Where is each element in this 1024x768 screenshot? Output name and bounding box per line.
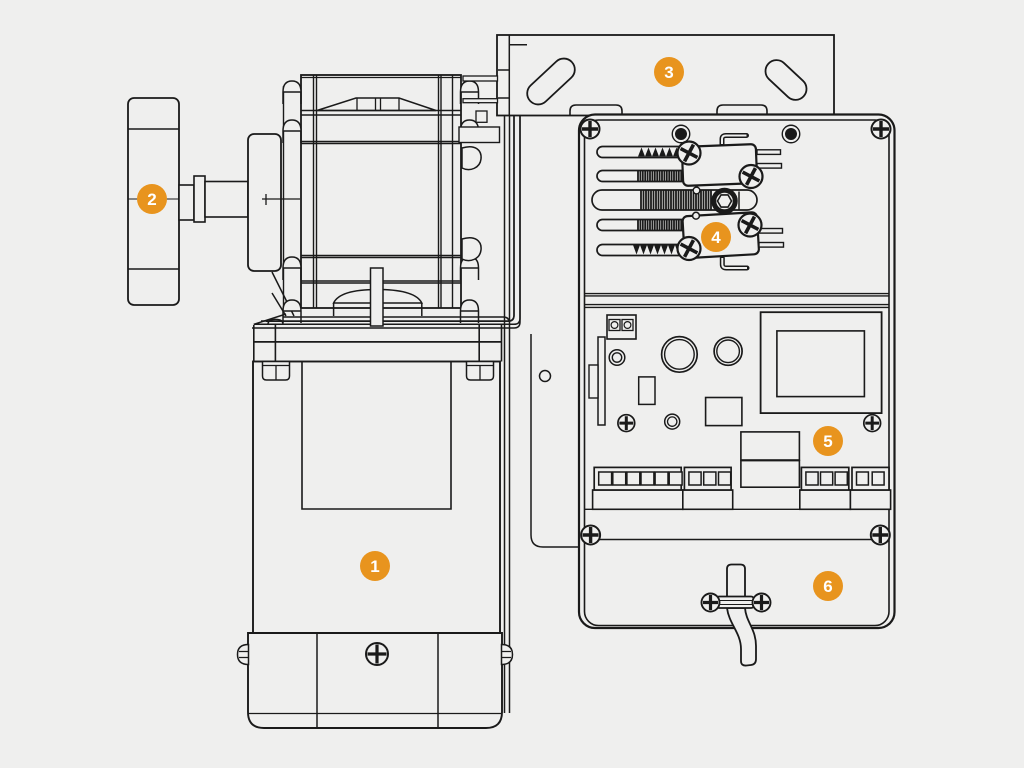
svg-text:4: 4: [711, 228, 721, 247]
svg-text:2: 2: [147, 190, 156, 209]
svg-text:1: 1: [370, 557, 379, 576]
svg-text:6: 6: [823, 577, 832, 596]
svg-text:5: 5: [823, 432, 832, 451]
svg-text:3: 3: [664, 63, 673, 82]
